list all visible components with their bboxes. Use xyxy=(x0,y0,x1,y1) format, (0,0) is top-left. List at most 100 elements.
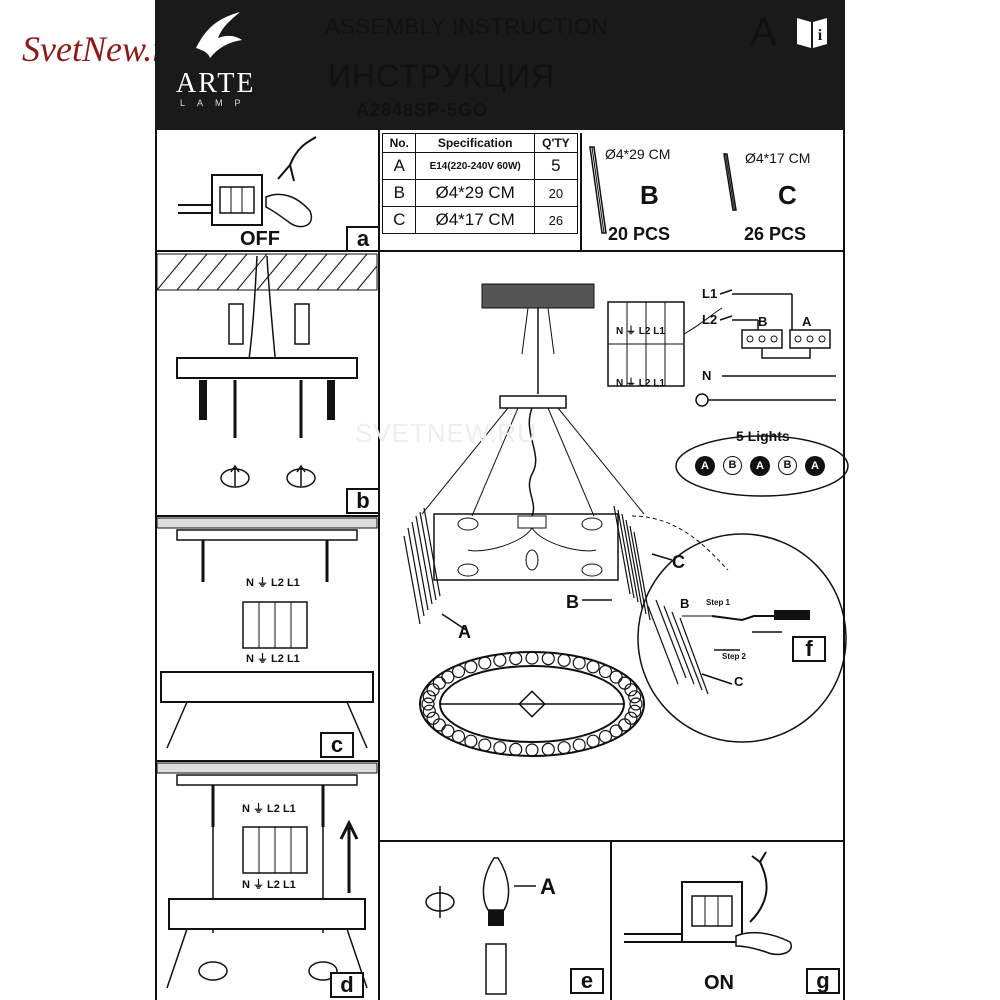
crystal-bead xyxy=(586,734,600,748)
terminal-label-bottom: N ⏚ L2 L1 xyxy=(616,378,665,389)
divider xyxy=(155,515,380,517)
spec-table: No. Specification Q'TY A E14(220-240V 60… xyxy=(381,133,579,234)
wiring-l1: L1 xyxy=(702,286,718,301)
crystal-rod-b-icon xyxy=(589,146,607,234)
switch-off-illustration xyxy=(178,136,317,228)
crystal-bead xyxy=(609,670,623,684)
bulb-part-a: A xyxy=(540,874,556,899)
light-b: B xyxy=(778,456,797,475)
terminal-label-top: N ⏚ L2 L1 xyxy=(616,326,665,337)
canopy-fix-illustration xyxy=(156,762,378,989)
title-ru: ИНСТРУКЦИЯ xyxy=(328,58,556,94)
crystal-bead xyxy=(432,676,446,690)
crystal-bead xyxy=(618,718,632,732)
off-label: OFF xyxy=(240,228,280,250)
terminal-labels-top: N ⏚ L2 L1 xyxy=(242,803,296,815)
step-label-a: a xyxy=(346,226,380,252)
crystal-bead xyxy=(432,718,446,732)
cell-qty: 26 xyxy=(533,206,579,234)
step-label-g: g xyxy=(806,968,840,994)
crystal-bead xyxy=(557,653,571,667)
crystal-bead xyxy=(525,651,539,665)
crystal-bead xyxy=(557,741,571,755)
crystal-bead xyxy=(451,664,466,679)
model-number: A2848SP-5GO xyxy=(356,100,489,120)
callout-b: B xyxy=(566,592,579,612)
crystal-bead xyxy=(451,729,466,744)
crystal-bead xyxy=(421,697,435,711)
step-label-c: c xyxy=(320,732,354,758)
crystal-bead xyxy=(478,656,492,670)
table-row: B Ø4*29 CM 20 xyxy=(381,179,579,207)
step-label-e: e xyxy=(570,968,604,994)
ceiling-mount-illustration xyxy=(156,253,378,488)
callout-a: A xyxy=(458,622,471,642)
step1-label: Step 1 xyxy=(706,598,731,607)
crystal-bead xyxy=(464,660,478,674)
cell-qty: 20 xyxy=(533,179,579,207)
part-b-size: Ø4*29 CM xyxy=(605,146,671,162)
crystal-bead xyxy=(572,738,586,752)
light-a: A xyxy=(695,456,715,476)
crystal-bead xyxy=(422,704,436,718)
wiring-n: N xyxy=(702,368,712,383)
crystal-bead xyxy=(618,676,632,690)
crystal-bead xyxy=(629,697,643,711)
crystal-bead xyxy=(426,711,440,725)
chandelier-diagram xyxy=(403,283,849,757)
crystal-bead xyxy=(586,660,600,674)
cell-spec: Ø4*17 CM xyxy=(415,206,535,234)
table-row: C Ø4*17 CM 26 xyxy=(381,206,579,234)
info-book-icon: i xyxy=(797,18,827,48)
part-c-count: 26 PCS xyxy=(744,224,807,244)
brand-name: ARTE xyxy=(176,68,256,99)
crystal-bead xyxy=(628,690,642,704)
crystal-bead xyxy=(624,683,638,697)
crystal-bead xyxy=(441,670,455,684)
wiring-b: B xyxy=(758,314,768,329)
table-row: A E14(220-240V 60W) 5 xyxy=(381,152,579,180)
light-a: A xyxy=(805,456,825,476)
divider xyxy=(378,130,380,1000)
crystal-bead xyxy=(509,742,523,756)
wiring-a: A xyxy=(802,314,812,329)
bulb-install-illustration xyxy=(425,857,536,995)
crystal-bead xyxy=(478,738,492,752)
step-label-b: b xyxy=(346,488,380,514)
svg-text:i: i xyxy=(818,27,823,44)
lights-title: 5 Lights xyxy=(736,428,790,444)
cell-qty: 5 xyxy=(533,152,579,180)
lights-row: A B A B A xyxy=(695,456,825,476)
cell-spec: E14(220-240V 60W) xyxy=(415,152,535,180)
part-c-letter: C xyxy=(778,180,797,210)
cell-no: A xyxy=(381,152,417,180)
divider xyxy=(155,760,380,762)
header-band xyxy=(155,0,845,130)
crystal-bead xyxy=(624,711,638,725)
switch-on-illustration xyxy=(624,851,793,956)
terminal-labels-bottom: N ⏚ L2 L1 xyxy=(246,653,300,665)
instruction-sheet xyxy=(155,0,845,1000)
divider xyxy=(610,840,612,1000)
crystal-bead xyxy=(426,683,440,697)
callout-c: C xyxy=(672,552,685,572)
crystal-bead xyxy=(509,652,523,666)
crystal-bead xyxy=(598,729,613,744)
crystal-bead xyxy=(572,656,586,670)
col-header-spec: Specification xyxy=(415,133,535,153)
crystal-bead xyxy=(525,743,539,757)
step-label-f: f xyxy=(792,636,826,662)
cell-spec: Ø4*29 CM xyxy=(415,179,535,207)
crystal-bead xyxy=(464,734,478,748)
crystal-bead xyxy=(493,653,507,667)
crystal-rod-c-icon xyxy=(723,153,737,211)
divider xyxy=(155,250,845,252)
crystal-bead xyxy=(541,742,555,756)
crystal-bead xyxy=(422,690,436,704)
terminal-wiring-illustration xyxy=(156,517,378,749)
detail-part-c: C xyxy=(734,674,744,689)
part-b-count: 20 PCS xyxy=(608,224,671,244)
light-a: A xyxy=(750,456,770,476)
light-b: B xyxy=(723,456,742,475)
crystal-bead xyxy=(541,652,555,666)
